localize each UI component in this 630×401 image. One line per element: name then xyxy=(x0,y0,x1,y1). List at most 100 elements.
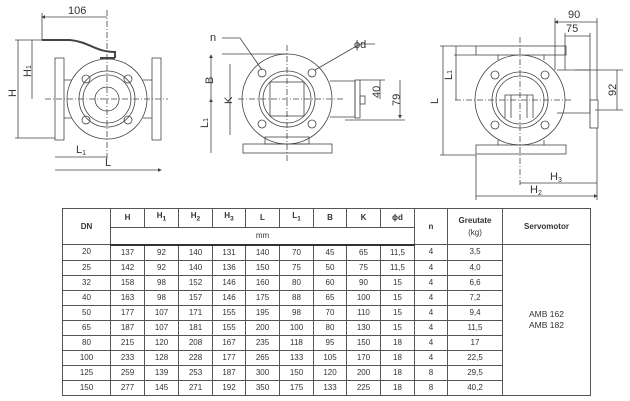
cell-h3: 167 xyxy=(212,334,246,351)
cell-h: 233 xyxy=(110,349,145,366)
col-n: n xyxy=(414,207,448,246)
technical-drawings: 106 H H1 L1 L n ϕd B K L1 40 79 90 75 92… xyxy=(7,5,623,200)
cell-phid: 18 xyxy=(380,364,415,381)
cell-weight: 4,0 xyxy=(447,259,503,276)
cell-b: 50 xyxy=(313,259,347,276)
cell-b: 80 xyxy=(313,319,347,336)
cell-weight: 3,5 xyxy=(447,244,503,261)
svg-text:L1: L1 xyxy=(199,118,211,128)
cell-weight: 29,5 xyxy=(447,364,503,381)
cell-l1: 150 xyxy=(279,364,314,381)
cell-k: 90 xyxy=(346,274,381,291)
dim-K: K xyxy=(223,96,235,104)
dim-L1-sub: 1 xyxy=(82,150,86,157)
cell-b: 45 xyxy=(313,244,347,261)
cell-n: 4 xyxy=(414,274,448,291)
cell-h1: 92 xyxy=(144,244,179,261)
cell-h2: 181 xyxy=(178,319,213,336)
dim-40: 40 xyxy=(371,86,383,98)
cell-h2: 228 xyxy=(178,349,213,366)
cell-h3: 155 xyxy=(212,304,246,321)
cell-weight: 7,2 xyxy=(447,289,503,306)
cell-weight: 22,5 xyxy=(447,349,503,366)
svg-text:H3: H3 xyxy=(550,171,562,184)
dim-L1: L xyxy=(76,144,82,156)
svg-text:H2: H2 xyxy=(530,184,542,197)
col-dn: DN xyxy=(62,207,111,246)
cell-h3: 187 xyxy=(212,364,246,381)
cell-b: 133 xyxy=(313,379,347,396)
cell-h1: 107 xyxy=(144,319,179,336)
dim-H: H xyxy=(7,89,19,97)
col-h3: H3 xyxy=(212,208,246,228)
unit-mm: mm xyxy=(110,226,415,246)
cell-l1: 88 xyxy=(279,289,314,306)
cell-phid: 15 xyxy=(380,319,415,336)
cell-h: 277 xyxy=(110,379,145,396)
col-h2-sub: 2 xyxy=(196,215,201,223)
cell-h1: 98 xyxy=(144,274,179,291)
cell-phid: 11,5 xyxy=(380,244,415,261)
cell-l1: 98 xyxy=(279,304,314,321)
cell-h2: 208 xyxy=(178,334,213,351)
dim-L: L xyxy=(429,98,441,104)
cell-h2: 253 xyxy=(178,364,213,381)
dim-H2-sub: 2 xyxy=(538,190,542,197)
svg-text:L1: L1 xyxy=(76,144,86,157)
col-h: H xyxy=(110,208,145,228)
cell-l1: 70 xyxy=(279,244,314,261)
col-l1-label: L xyxy=(292,211,298,220)
dim-H2: H xyxy=(530,184,538,196)
cell-dn: 25 xyxy=(62,259,111,276)
cell-phid: 18 xyxy=(380,334,415,351)
cell-dn: 65 xyxy=(62,319,111,336)
cell-phid: 15 xyxy=(380,274,415,291)
cell-h1: 145 xyxy=(144,379,179,396)
cell-h3: 136 xyxy=(212,259,246,276)
col-h2: H2 xyxy=(178,208,213,228)
col-k: K xyxy=(346,208,381,228)
cell-dn: 20 xyxy=(62,244,111,261)
cell-l: 195 xyxy=(245,304,280,321)
cell-l: 160 xyxy=(245,274,280,291)
cell-h: 137 xyxy=(110,244,145,261)
cell-k: 75 xyxy=(346,259,381,276)
cell-h2: 140 xyxy=(178,244,213,261)
col-l: L xyxy=(245,208,280,228)
dim-92: 92 xyxy=(607,84,619,96)
cell-b: 70 xyxy=(313,304,347,321)
cell-weight: 40,2 xyxy=(447,379,503,396)
cell-l: 175 xyxy=(245,289,280,306)
dim-L1: L xyxy=(443,74,455,80)
cell-l: 150 xyxy=(245,259,280,276)
cell-h: 177 xyxy=(110,304,145,321)
cell-n: 4 xyxy=(414,244,448,261)
top-view-drawing: 90 75 92 L L1 H3 H2 xyxy=(429,9,623,200)
cell-l1: 75 xyxy=(279,259,314,276)
col-phid: ϕd xyxy=(380,208,415,228)
cell-h3: 131 xyxy=(212,244,246,261)
cell-l: 300 xyxy=(245,364,280,381)
dim-L: L xyxy=(105,157,111,169)
cell-dn: 40 xyxy=(62,289,111,306)
cell-k: 100 xyxy=(346,289,381,306)
cell-h1: 92 xyxy=(144,259,179,276)
cell-k: 130 xyxy=(346,319,381,336)
cell-l: 265 xyxy=(245,349,280,366)
cell-dn: 80 xyxy=(62,334,111,351)
cell-h2: 157 xyxy=(178,289,213,306)
dimensions-table: DN H H1 H2 H3 L L1 B K ϕd n Greutate(kg)… xyxy=(62,207,591,396)
dim-n: n xyxy=(210,32,216,44)
col-b: B xyxy=(313,208,347,228)
col-l1: L1 xyxy=(279,208,314,228)
cell-weight: 11,5 xyxy=(447,319,503,336)
dim-90: 90 xyxy=(568,9,580,21)
col-l1-sub: 1 xyxy=(297,215,301,223)
dim-79: 79 xyxy=(391,94,403,106)
cell-n: 4 xyxy=(414,304,448,321)
col-weight-unit: (kg) xyxy=(468,227,482,237)
cell-phid: 15 xyxy=(380,289,415,306)
